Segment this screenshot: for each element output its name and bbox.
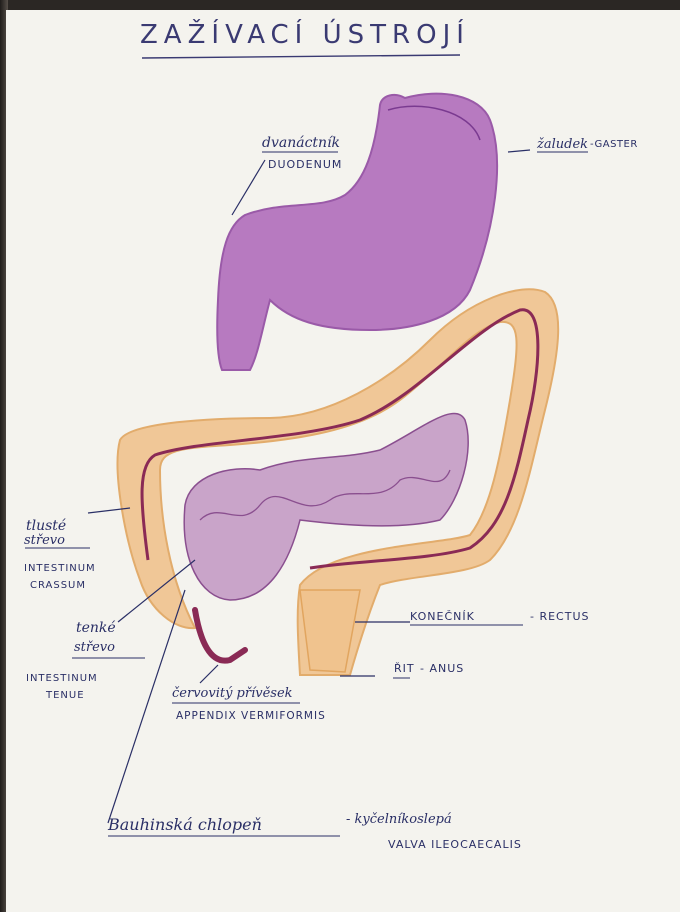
- anus-lat-label: - ANUS: [420, 662, 464, 675]
- stomach-cz-label: žaludek: [537, 137, 588, 152]
- small-intestine-cz-label-1: tenké: [76, 620, 116, 636]
- pointer-stomach: [508, 150, 530, 152]
- valve-lat-label: VALVA ILEOCAECALIS: [388, 838, 522, 851]
- valve-cz-label-2: - kyčelníkoslepá: [346, 812, 452, 827]
- pointer-duodenum: [232, 160, 265, 215]
- duodenum-cz-label: dvanáctník: [262, 135, 340, 151]
- appendix-lat-label: APPENDIX VERMIFORMIS: [176, 710, 326, 722]
- colon-cz-label-2: střevo: [24, 533, 65, 548]
- small-intestine-cz-label-2: střevo: [74, 640, 115, 655]
- duodenum-lat-label: DUODENUM: [268, 158, 342, 171]
- anus-cz-label: ŘIT: [394, 662, 415, 675]
- colon-lat-label-2: CRASSUM: [30, 580, 86, 591]
- pointer-valve: [108, 590, 185, 823]
- colon-cz-label-1: tlusté: [26, 518, 66, 534]
- page-title: ZAŽÍVACÍ ÚSTROJÍ: [140, 20, 470, 50]
- rectum-cz-label: KONEČNÍK: [410, 610, 475, 623]
- rectum-lat-label: - RECTUS: [530, 610, 590, 623]
- pointer-appendix: [200, 665, 218, 683]
- appendix-cz-label: červovitý přívěsek: [172, 686, 293, 701]
- colon-lat-label-1: INTESTINUM: [24, 563, 96, 574]
- small-intestine-lat-label-1: INTESTINUM: [26, 673, 98, 684]
- stomach-lat-label: -GASTER: [590, 139, 638, 150]
- appendix: [195, 610, 245, 661]
- title-underline: [142, 55, 460, 58]
- valve-cz-label: Bauhinská chlopeň: [108, 815, 262, 834]
- small-intestine-lat-label-2: TENUE: [46, 690, 85, 701]
